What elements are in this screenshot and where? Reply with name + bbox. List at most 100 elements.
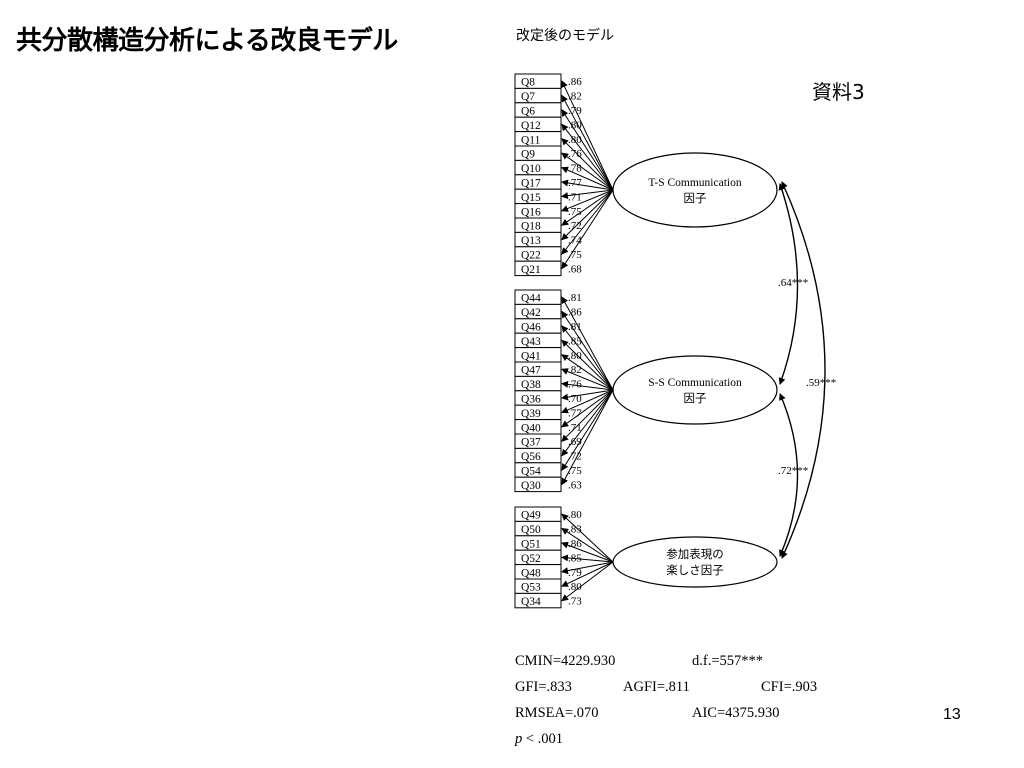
item-name: Q34 [521, 596, 541, 608]
loading-value: .80 [568, 581, 582, 593]
item-name: Q51 [521, 539, 541, 551]
item-name: Q7 [521, 91, 535, 103]
item-name: Q38 [521, 379, 541, 391]
item-name: Q46 [521, 322, 541, 334]
loading-value: .81 [568, 292, 582, 304]
factor-ellipse-fun [612, 536, 778, 588]
loading-path [561, 528, 614, 563]
item-name: Q56 [521, 451, 541, 463]
item-name: Q39 [521, 408, 541, 420]
loading-path [561, 189, 614, 255]
factor-label-fun: 楽しさ因子 [666, 564, 724, 577]
item-name: Q43 [521, 336, 541, 348]
item-name: Q41 [521, 350, 541, 362]
df-value: d.f.=557*** [692, 653, 764, 669]
correlation-path-ts-fun [781, 181, 826, 559]
correlation-value-ss-fun: .72*** [778, 465, 808, 477]
loading-path [561, 389, 614, 414]
diagram-caption: 改定後のモデル [516, 27, 614, 44]
page-number: 13 [943, 706, 961, 723]
loading-path [561, 325, 614, 391]
item-box [514, 476, 562, 493]
loading-value: .86 [568, 76, 582, 88]
loading-value: .79 [568, 567, 582, 579]
item-name: Q8 [521, 77, 535, 89]
factor-ellipse-ts [612, 152, 778, 228]
loading-value: .85 [568, 335, 582, 347]
loading-value: .76 [568, 148, 582, 160]
loading-value: .76 [568, 379, 582, 391]
item-name: Q49 [521, 510, 541, 522]
loading-value: .70 [568, 393, 582, 405]
rmsea-value: RMSEA=.070 [515, 705, 599, 721]
factor-ellipse-ss [612, 355, 778, 425]
agfi-value: AGFI=.811 [623, 679, 690, 695]
loading-path [561, 80, 614, 191]
loading-value: .75 [568, 206, 582, 218]
loading-path [561, 541, 614, 563]
gfi-value: GFI=.833 [515, 679, 572, 695]
loading-value: .77 [568, 407, 582, 419]
factor-label-ss: S-S Communication [648, 377, 742, 389]
loading-path [561, 389, 614, 401]
item-name: Q6 [521, 106, 535, 118]
item-name: Q53 [521, 582, 541, 594]
loading-value: .73 [568, 596, 582, 608]
item-name: Q36 [521, 394, 541, 406]
p-value: p < .001 [515, 726, 563, 752]
item-name: Q40 [521, 422, 541, 434]
item-name: Q13 [521, 235, 541, 247]
loading-value: .68 [568, 263, 582, 275]
loading-value: .82 [568, 364, 582, 376]
aic-value: AIC=4375.930 [692, 705, 780, 721]
loading-path [561, 189, 614, 200]
loading-path [561, 389, 614, 486]
loading-value: .81 [568, 321, 582, 333]
loading-path [561, 561, 614, 602]
item-name: Q37 [521, 437, 541, 449]
p-symbol: p [515, 731, 523, 747]
item-name: Q17 [521, 178, 541, 190]
item-name: Q12 [521, 120, 541, 132]
loading-value: .80 [568, 350, 582, 362]
loading-path [561, 389, 614, 428]
loading-value: .82 [568, 91, 582, 103]
loading-value: .75 [568, 249, 582, 261]
loading-path [561, 138, 614, 191]
correlation-value-ts-ss: .64*** [778, 277, 808, 289]
loading-value: .80 [568, 134, 582, 146]
loading-path [561, 179, 614, 191]
loading-path [561, 513, 614, 563]
loading-path [561, 354, 614, 391]
loading-value: .63 [568, 479, 582, 491]
loading-path [561, 389, 614, 457]
loading-path [561, 561, 614, 587]
item-name: Q18 [521, 221, 541, 233]
item-name: Q52 [521, 553, 541, 565]
loading-value: .78 [568, 163, 582, 175]
correlation-value-ts-fun: .59*** [806, 377, 836, 389]
factor-label-fun: 参加表現の [666, 547, 724, 561]
loading-value: .71 [568, 191, 582, 203]
loading-path [561, 123, 614, 191]
factor-label-ts: T-S Communication [648, 177, 741, 189]
factor-label-ss: 因子 [684, 392, 707, 405]
loading-value: .86 [568, 307, 582, 319]
loading-path [561, 94, 614, 191]
item-name: Q9 [521, 149, 535, 161]
item-name: Q15 [521, 192, 541, 204]
loading-path [561, 189, 614, 270]
loading-path [561, 561, 614, 575]
item-box [514, 592, 562, 609]
loading-value: .69 [568, 436, 582, 448]
cmin-value: CMIN=4229.930 [515, 653, 616, 669]
item-name: Q54 [521, 466, 541, 478]
item-name: Q48 [521, 567, 541, 579]
item-name: Q10 [521, 163, 541, 175]
factor-label-ts: 因子 [684, 192, 707, 205]
item-name: Q44 [521, 293, 541, 305]
loading-value: .85 [568, 552, 582, 564]
item-name: Q22 [521, 250, 541, 262]
diagram-content: T-S Communication因子Q8.86Q7.82Q6.79Q12.80… [514, 73, 836, 609]
